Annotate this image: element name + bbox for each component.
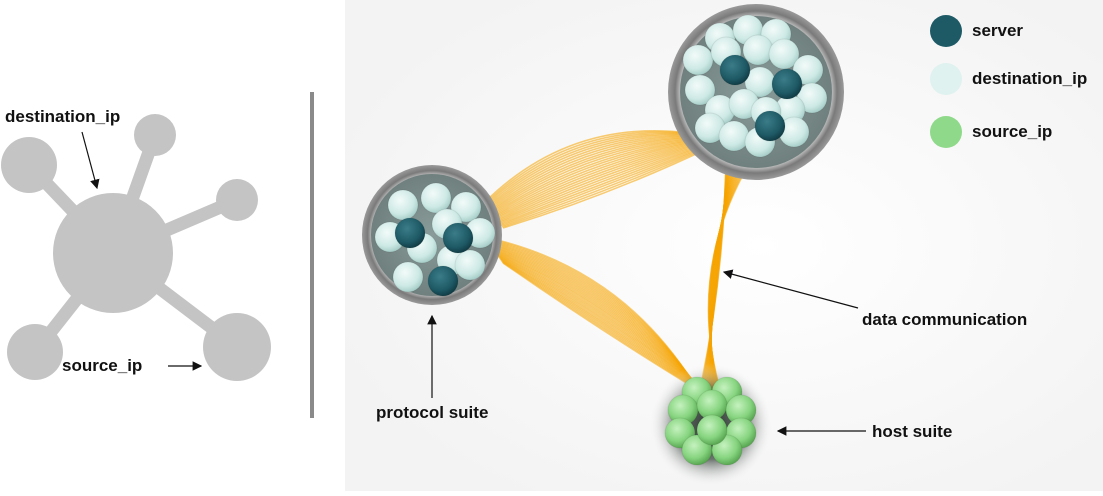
hub-center-node	[53, 193, 173, 313]
edge-protocol-top	[488, 134, 694, 208]
protocol-node	[420, 182, 452, 214]
legend-destination-label: destination_ip	[972, 69, 1088, 88]
top-node	[719, 54, 751, 86]
data-communication-label: data communication	[862, 310, 1028, 329]
hub-diagram	[1, 114, 271, 381]
legend-source-label: source_ip	[972, 122, 1053, 141]
hub-node-bottom-left	[7, 324, 63, 380]
edge-protocol-top	[491, 137, 698, 214]
edge-protocol-top	[501, 145, 710, 227]
server-swatch	[930, 15, 962, 47]
data-arrow	[722, 269, 859, 309]
protocol-node	[392, 261, 424, 293]
legend-destination: destination_ip	[930, 63, 1087, 95]
edge-protocol-top	[499, 143, 707, 224]
edge-protocol-top	[493, 138, 700, 216]
edge-protocol-top	[486, 133, 692, 206]
hub-node-top	[134, 114, 176, 156]
top-node	[771, 68, 803, 100]
hub-node-bottom-right	[203, 313, 271, 381]
legend-source: source_ip	[930, 116, 1052, 148]
protocol-node	[454, 249, 486, 281]
edge-protocol-top	[490, 136, 697, 211]
edge-protocol-top	[487, 134, 693, 207]
source-label: source_ip	[62, 356, 143, 375]
legend-server-label: server	[972, 21, 1024, 40]
edge-protocol-top	[485, 131, 690, 204]
edge-protocol-top	[499, 144, 708, 225]
edge-protocol-top	[498, 142, 706, 223]
source-swatch	[930, 116, 962, 148]
destination-swatch	[930, 63, 962, 95]
edge-protocol-top	[494, 140, 702, 218]
edge-protocol-top	[493, 139, 701, 217]
protocol-suite-label: protocol suite	[376, 403, 489, 422]
protocol-suite-cluster	[362, 165, 502, 305]
top-node	[754, 110, 786, 142]
protocol-node	[394, 217, 426, 249]
edge-protocol-top	[496, 141, 705, 221]
top-node	[684, 74, 716, 106]
host-suite-cluster	[649, 363, 773, 487]
edge-protocol-top	[497, 142, 706, 222]
top-node	[768, 38, 800, 70]
protocol-node	[387, 189, 419, 221]
destination-label: destination_ip	[5, 107, 121, 126]
edge-protocol-top	[491, 137, 697, 213]
host-node	[696, 414, 728, 446]
hub-node-top-left	[1, 137, 57, 193]
protocol-node	[442, 222, 474, 254]
destination-arrow	[81, 131, 100, 190]
top-node	[682, 44, 714, 76]
legend-server: server	[930, 15, 1023, 47]
edge-protocol-top	[485, 132, 691, 205]
edge-protocol-top	[495, 140, 703, 219]
edge-protocol-top	[484, 130, 690, 203]
edge-protocol-top	[496, 141, 704, 220]
top-node	[718, 120, 750, 152]
host-suite-label: host suite	[872, 422, 953, 441]
edge-protocol-top	[489, 136, 696, 210]
edge-protocol-top	[500, 144, 709, 226]
protocol-node	[427, 265, 459, 297]
edge-protocol-top	[488, 135, 695, 209]
edge-protocol-top	[492, 138, 699, 215]
top-server-cluster	[668, 4, 844, 180]
hub-node-right	[216, 179, 258, 221]
edge-protocol-top	[502, 146, 712, 229]
top-node	[742, 34, 774, 66]
edge-protocol-top	[502, 145, 711, 228]
